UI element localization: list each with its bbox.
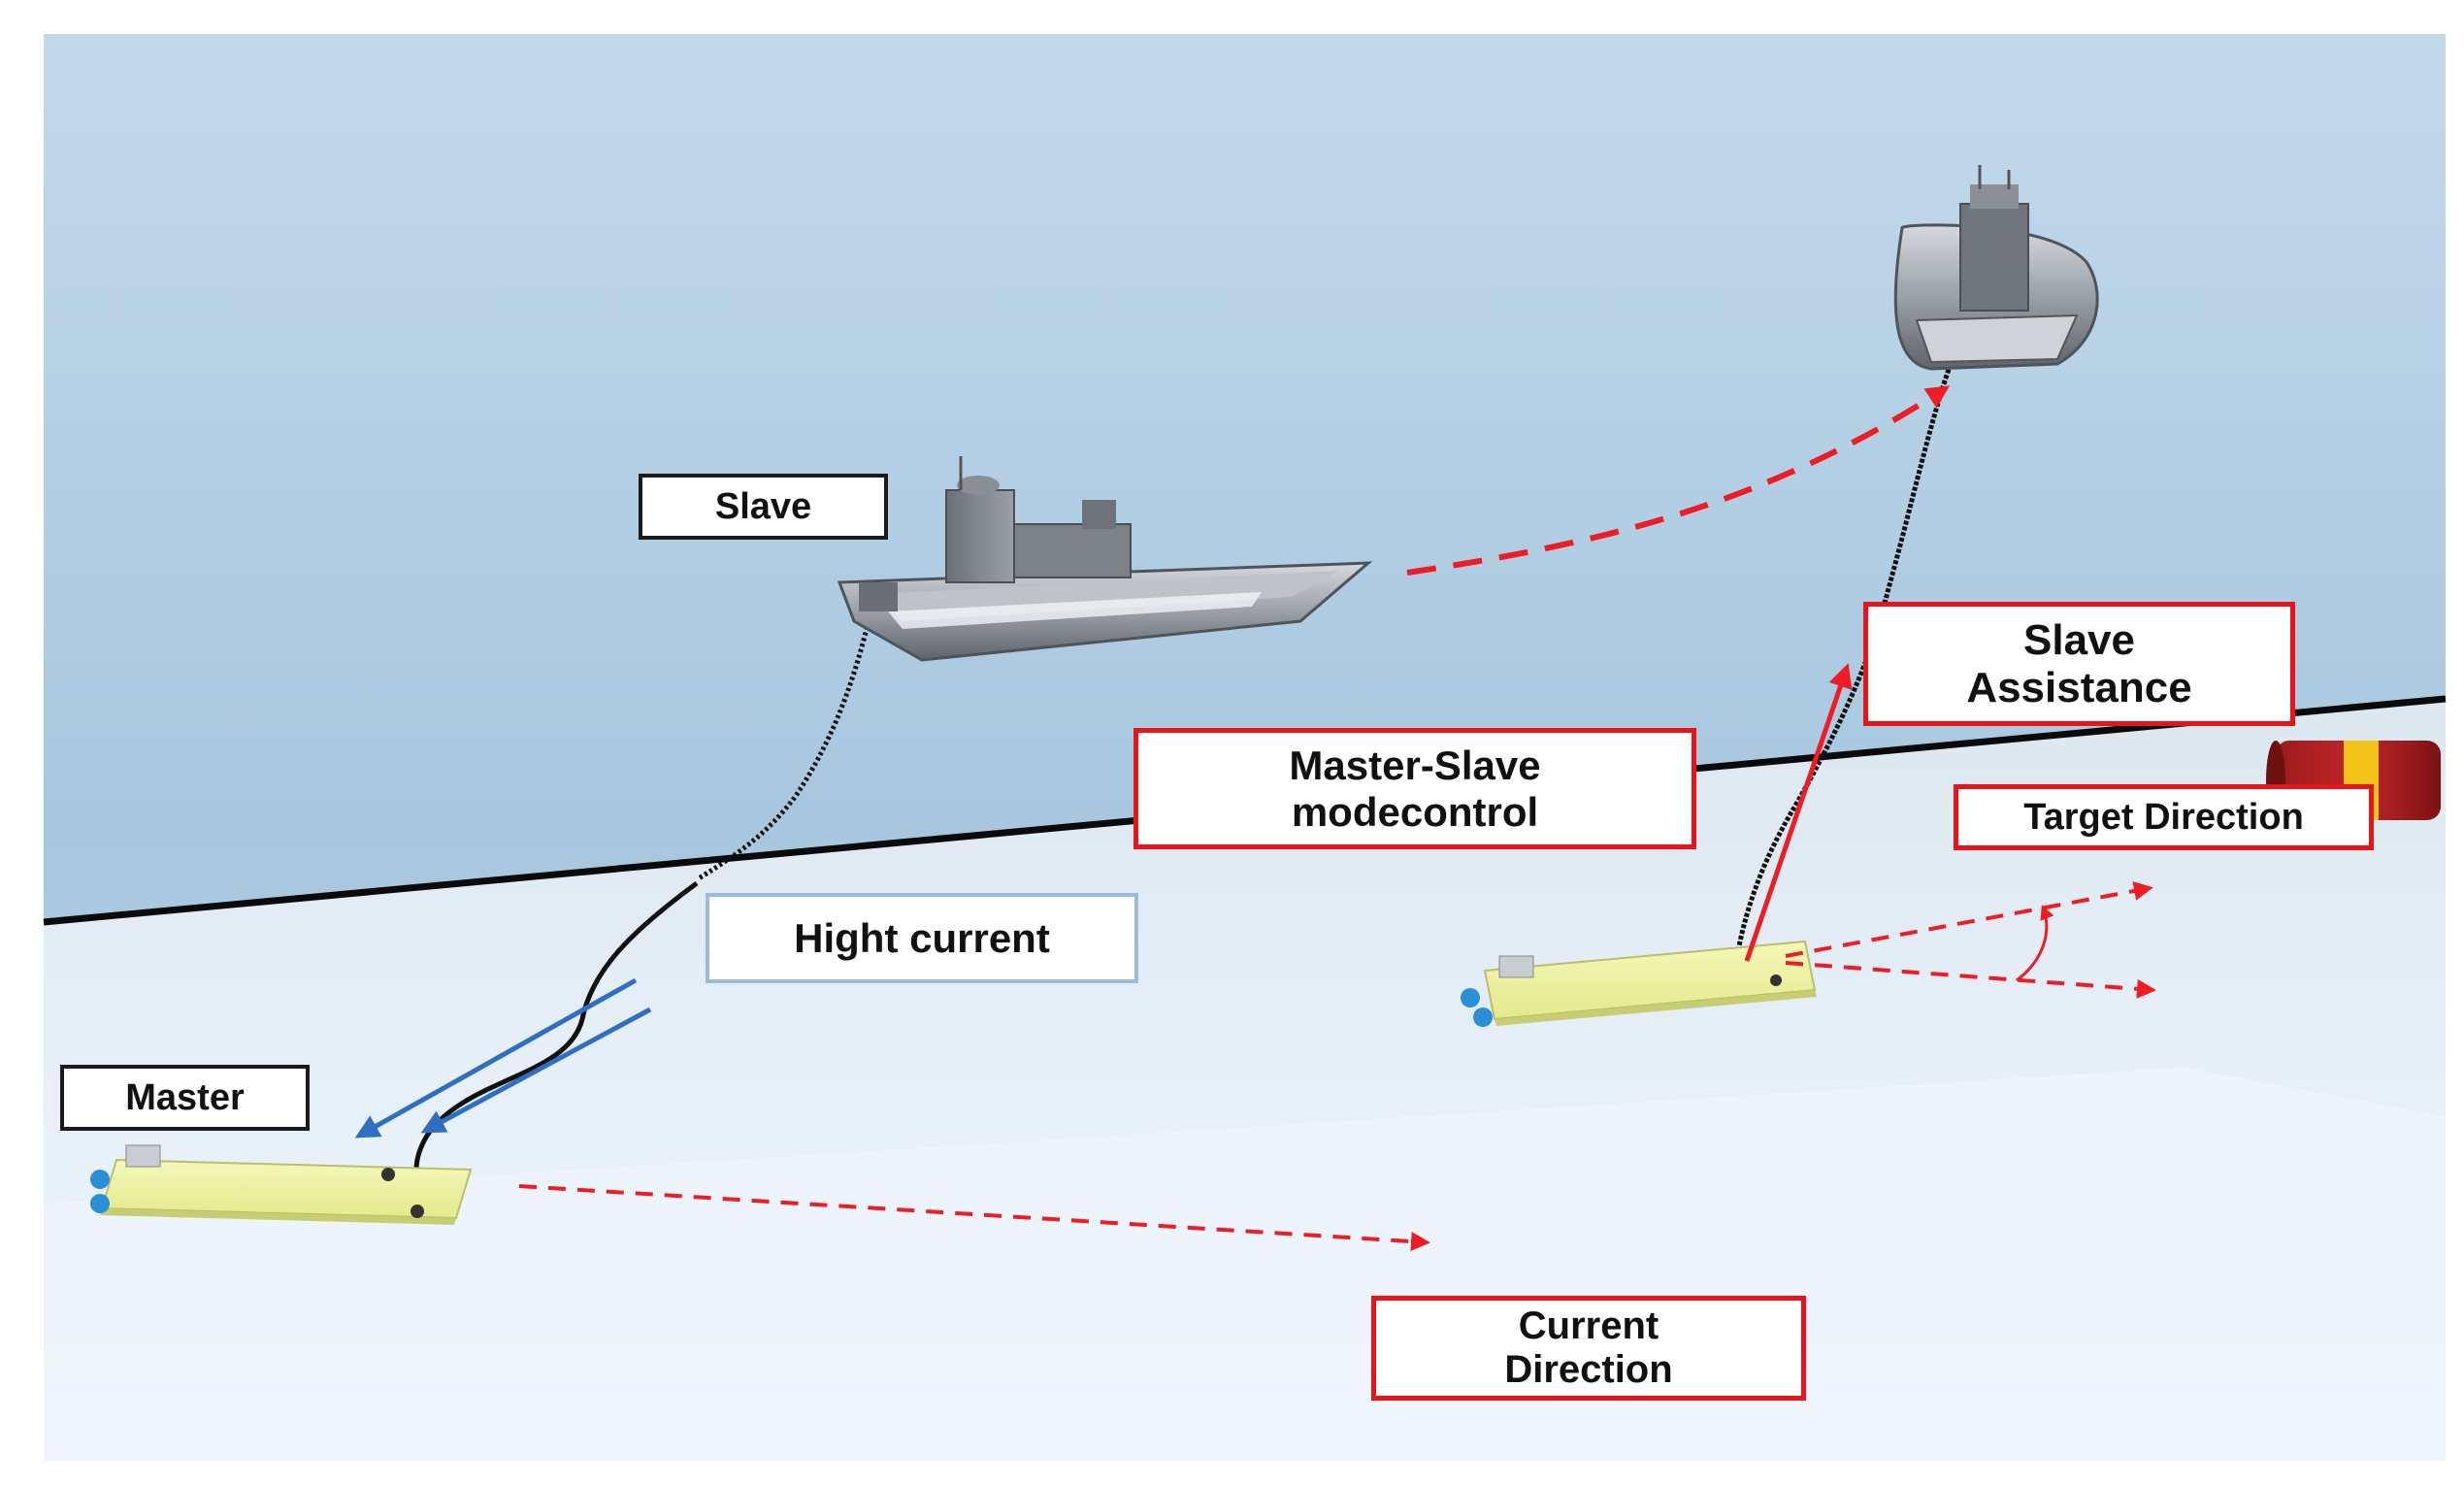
hight-current-label: Hight current	[706, 893, 1138, 983]
correction-angle-arrow	[2016, 905, 2054, 982]
master-label: Master	[60, 1065, 310, 1131]
slave-assisted-robot	[1461, 940, 1817, 1027]
target-direction-label: Target Direction	[1954, 784, 2374, 850]
drift-direction-arrow	[1785, 961, 2156, 999]
master-slave-mode-control-label: Master-Slave modecontrol	[1133, 728, 1696, 849]
master-slave-line1: Master-Slave	[1289, 743, 1541, 789]
slave-boat-left	[837, 456, 1373, 662]
hight-current-label-text: Hight current	[794, 914, 1050, 961]
slave-boat-tether-left	[697, 620, 871, 881]
target-direction-label-text: Target Direction	[2023, 796, 2304, 838]
boat-path-arrow	[1406, 385, 1951, 576]
master-slave-line2: modecontrol	[1291, 788, 1539, 835]
slave-assistance-line2: Assistance	[1966, 664, 2192, 711]
current-direction-label: Current Direction	[1371, 1296, 1806, 1401]
slave-boat-right	[1893, 165, 2099, 371]
slave-assistance-arrow	[1744, 663, 1853, 962]
master-tether	[413, 880, 699, 1180]
current-direction-arrow	[518, 1184, 1430, 1251]
slave-boat-tether-right	[1734, 363, 1954, 957]
slave-label: Slave	[639, 474, 888, 540]
slave-assistance-line1: Slave	[2023, 615, 2135, 664]
master-robot	[90, 1144, 473, 1225]
master-label-text: Master	[125, 1076, 245, 1118]
high-current-arrow-2	[420, 1007, 652, 1134]
slave-assistance-label: Slave Assistance	[1863, 602, 2295, 726]
current-direction-line2: Direction	[1504, 1348, 1673, 1391]
current-direction-line1: Current	[1518, 1304, 1659, 1348]
target-direction-arrow	[1785, 881, 2153, 958]
seabed-light-patch	[44, 1068, 2446, 1461]
slave-label-text: Slave	[714, 485, 812, 527]
high-current-arrow-1	[354, 977, 638, 1139]
